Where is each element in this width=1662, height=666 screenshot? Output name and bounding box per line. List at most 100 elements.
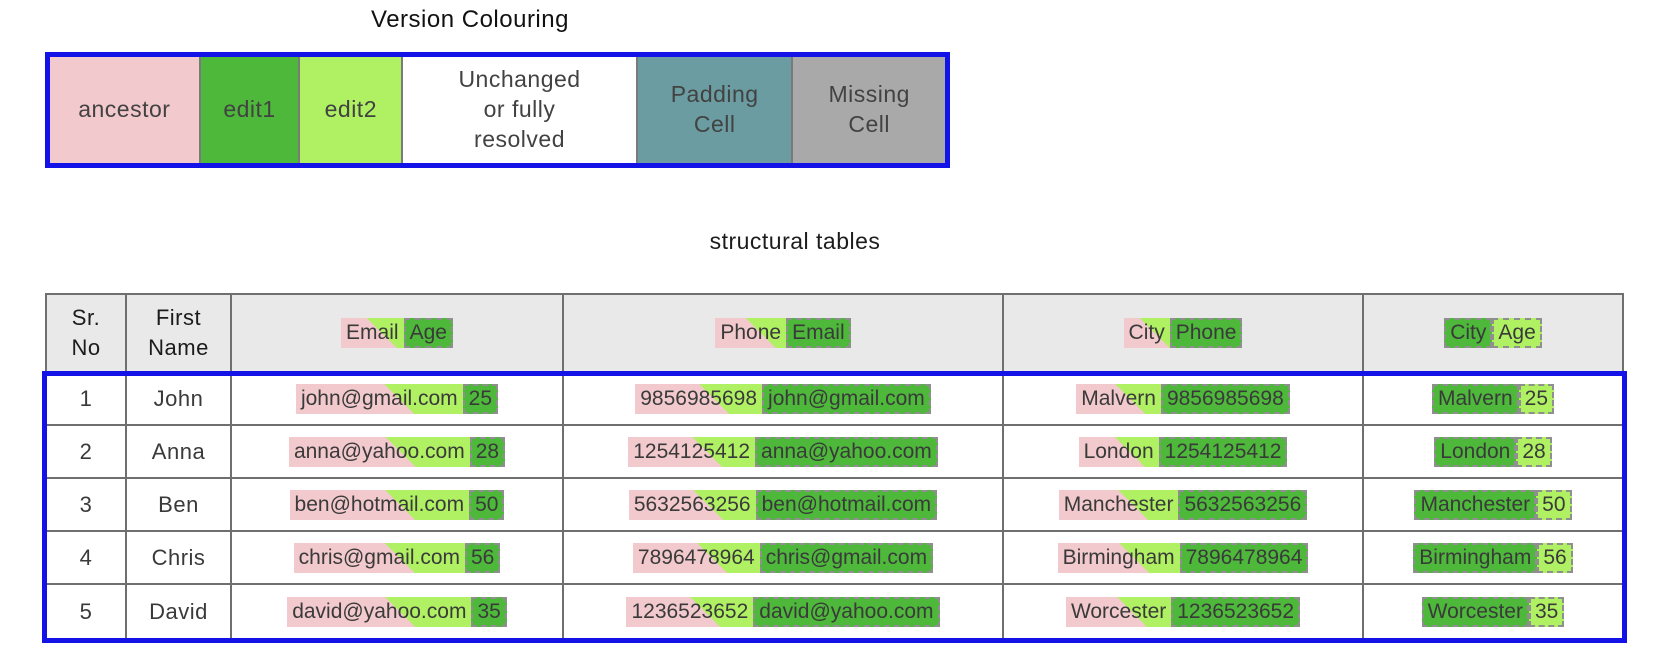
- token-edit1-chris-gmail-com: chris@gmail.com: [759, 542, 934, 573]
- token-edit1-56: 56: [465, 542, 501, 573]
- token-edit1-age: Age: [403, 318, 453, 348]
- legend-cell-label: Missing Cell: [828, 81, 910, 137]
- token-edit2-age: Age: [1492, 318, 1542, 348]
- token-edit2-56: 56: [1537, 542, 1573, 573]
- legend-cell-label: Unchanged or fully resolved: [458, 66, 581, 152]
- sr-no-cell: 2: [47, 426, 127, 477]
- token-merge-ben-hotmail-com: ben@hotmail.com: [289, 489, 470, 520]
- version-colouring-legend: ancestor edit1 edit2 Unchanged or fully res…: [45, 52, 950, 168]
- sr-no-value: 4: [79, 544, 93, 570]
- legend-cell-ancestor: ancestor: [50, 57, 201, 163]
- first-name-value: Anna: [151, 438, 206, 464]
- token-edit1-worcester: Worcester: [1421, 596, 1529, 627]
- token-merge-5632563256: 5632563256: [628, 489, 756, 520]
- sr-no-value: 5: [79, 598, 93, 624]
- token-edit1-city: City: [1444, 318, 1493, 348]
- token-edit1-5632563256: 5632563256: [1178, 489, 1308, 520]
- first-name-cell: Anna: [127, 426, 232, 477]
- token-merge-chris-gmail-com: chris@gmail.com: [293, 542, 465, 573]
- token-merge-london: London: [1078, 436, 1159, 467]
- token-merge-worcester: Worcester: [1065, 596, 1172, 627]
- token-merge-john-gmail-com: john@gmail.com: [295, 383, 463, 414]
- token-merge-city: City: [1123, 318, 1170, 348]
- token-merge-email: Email: [341, 318, 404, 348]
- sr-no-value: 1: [79, 385, 93, 411]
- token-edit2-28: 28: [1516, 436, 1552, 467]
- token-edit1-london: London: [1434, 436, 1517, 467]
- header-label: First Name: [148, 305, 209, 360]
- token-edit1-birmingham: Birmingham: [1413, 542, 1538, 573]
- token-merge-phone: Phone: [715, 318, 787, 348]
- first-name-value: John: [153, 385, 204, 411]
- token-merge-9856985698: 9856985698: [635, 383, 763, 414]
- legend-cell-label: edit1: [223, 96, 276, 123]
- sr-no-cell: 3: [47, 479, 127, 530]
- sr-no-cell: 5: [47, 585, 127, 638]
- header-label: Sr. No: [71, 305, 101, 360]
- sr-no-value: 2: [79, 438, 93, 464]
- token-edit1-manchester: Manchester: [1414, 489, 1537, 520]
- legend-cell-label: Padding Cell: [670, 81, 759, 137]
- token-edit1-phone: Phone: [1169, 318, 1243, 348]
- sr-no-cell: 1: [47, 373, 127, 424]
- token-edit1-9856985698: 9856985698: [1160, 383, 1290, 414]
- token-edit1-28: 28: [469, 436, 506, 467]
- token-merge-malvern: Malvern: [1076, 383, 1161, 414]
- token-edit2-25: 25: [1518, 383, 1555, 414]
- token-edit1-ben-hotmail-com: ben@hotmail.com: [755, 489, 938, 520]
- legend-cell-label: ancestor: [78, 96, 171, 123]
- first-name-value: Ben: [158, 491, 199, 517]
- token-merge-anna-yahoo-com: anna@yahoo.com: [288, 436, 470, 467]
- token-edit1-anna-yahoo-com: anna@yahoo.com: [755, 436, 938, 467]
- token-edit1-1254125412: 1254125412: [1158, 436, 1288, 467]
- legend-cell-edit1: edit1: [200, 57, 301, 163]
- legend-cell-label: edit2: [324, 96, 377, 123]
- token-merge-7896478964: 7896478964: [632, 542, 760, 573]
- token-edit1-7896478964: 7896478964: [1179, 542, 1309, 573]
- header-cell-sr-no: Sr. No: [47, 295, 127, 371]
- token-edit1-john-gmail-com: john@gmail.com: [762, 383, 931, 414]
- token-edit1-50: 50: [469, 489, 505, 520]
- legend-title: Version Colouring: [371, 6, 569, 33]
- legend-cell-edit2: edit2: [300, 57, 404, 163]
- legend-cell-missing: Missing Cell: [793, 57, 945, 163]
